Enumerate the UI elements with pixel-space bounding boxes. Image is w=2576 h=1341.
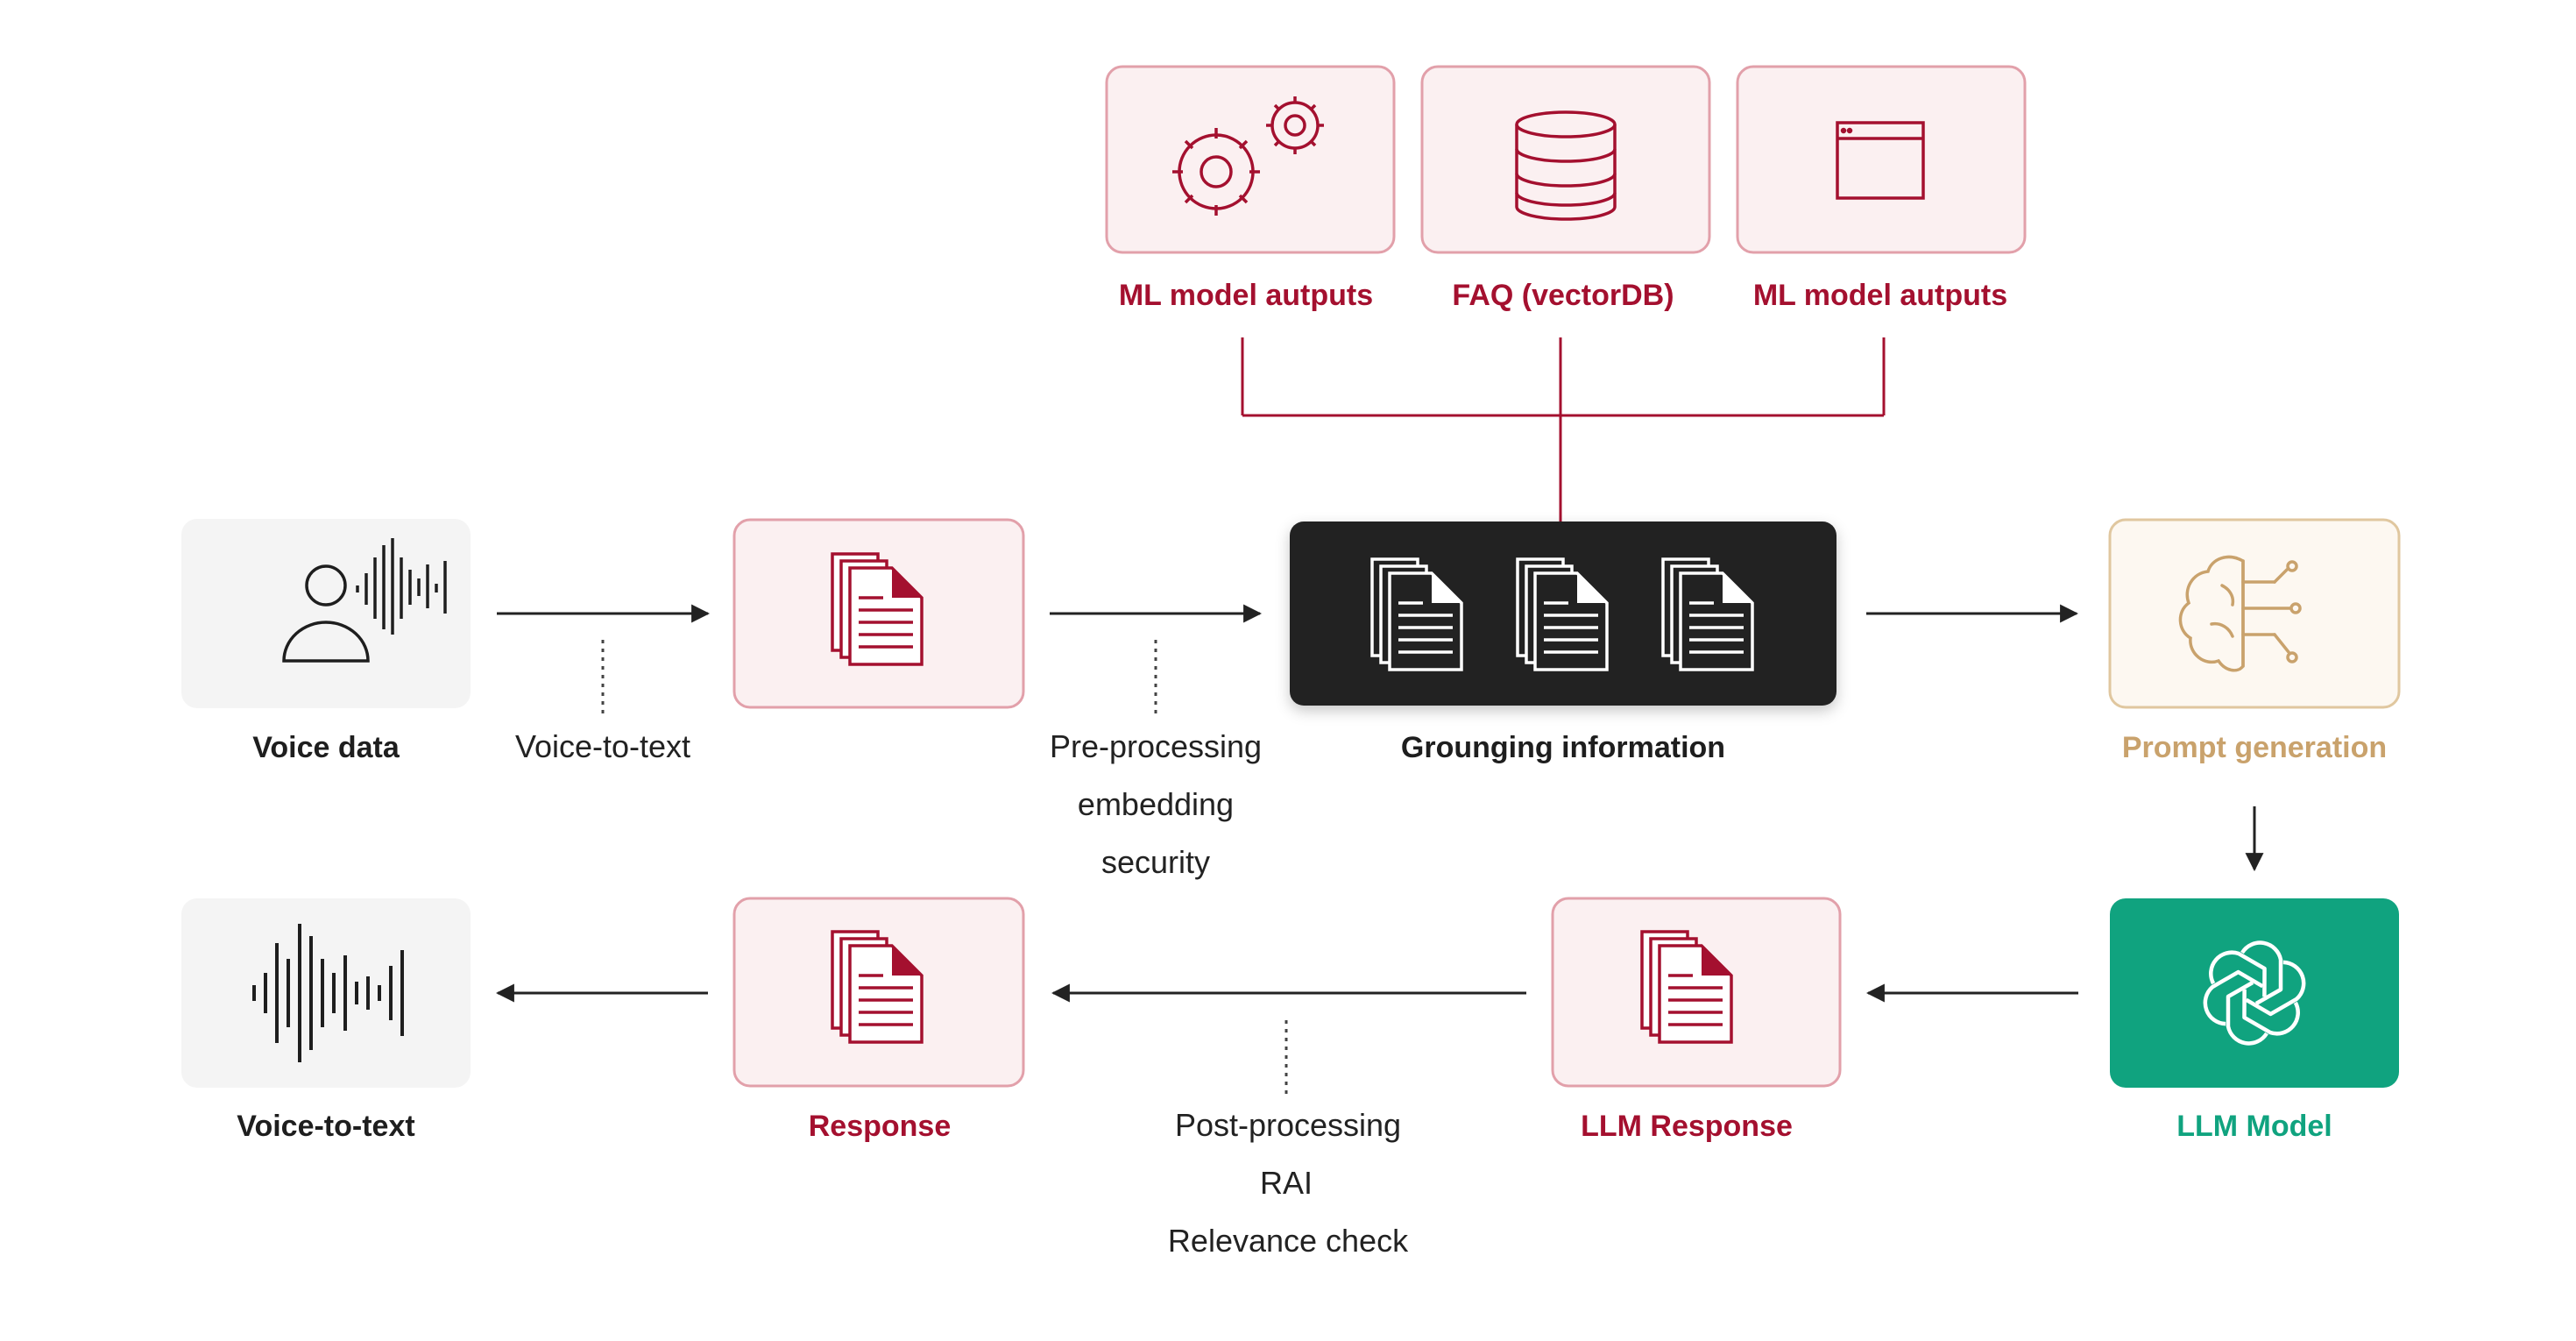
- source-label-2: FAQ (vectorDB): [1452, 279, 1674, 312]
- edge-label-postprocessing-1: Post-processing: [1175, 1107, 1401, 1143]
- voice-out-node: [181, 898, 471, 1088]
- prompt-label: Prompt generation: [2122, 731, 2387, 764]
- user-voice-icon: [282, 538, 447, 663]
- source-box-ml-1: [1105, 65, 1396, 254]
- preprocess-doc-node: [732, 518, 1025, 709]
- edge-label-voice-to-text: Voice-to-text: [515, 728, 690, 764]
- source-connector: [1241, 337, 1886, 522]
- voice-data-node: [181, 519, 471, 708]
- voice-data-label: Voice data: [252, 731, 400, 764]
- database-icon: [1515, 110, 1617, 221]
- llm-model-node: [2110, 898, 2399, 1088]
- llm-response-node: [1551, 897, 1842, 1088]
- sound-wave-icon: [252, 924, 404, 1062]
- response-node: [732, 897, 1025, 1088]
- window-icon: [1836, 121, 1925, 200]
- edge-label-preprocessing-3: security: [1101, 844, 1210, 880]
- openai-logo-icon: [2203, 940, 2306, 1046]
- source-box-faq: [1420, 65, 1711, 254]
- source-label-1: ML model autputs: [1119, 279, 1373, 312]
- prompt-node: [2108, 518, 2401, 709]
- source-box-ml-2: [1736, 65, 2027, 254]
- llm-model-label: LLM Model: [2176, 1110, 2332, 1143]
- grounding-node: [1290, 522, 1836, 706]
- response-label: Response: [809, 1110, 952, 1143]
- grounding-label: Grounging information: [1401, 731, 1725, 764]
- edge-label-preprocessing-2: embedding: [1078, 786, 1234, 822]
- source-label-3: ML model autputs: [1753, 279, 2007, 312]
- voice-out-label: Voice-to-text: [237, 1110, 414, 1143]
- edge-label-postprocessing-3: Relevance check: [1168, 1223, 1409, 1259]
- gears-icon: [1172, 96, 1324, 216]
- edge-label-postprocessing-2: RAI: [1260, 1165, 1313, 1201]
- documents-icon: [1370, 557, 1754, 671]
- edge-label-preprocessing-1: Pre-processing: [1050, 728, 1262, 764]
- llm-response-label: LLM Response: [1581, 1110, 1793, 1143]
- brain-circuit-icon: [2178, 555, 2302, 672]
